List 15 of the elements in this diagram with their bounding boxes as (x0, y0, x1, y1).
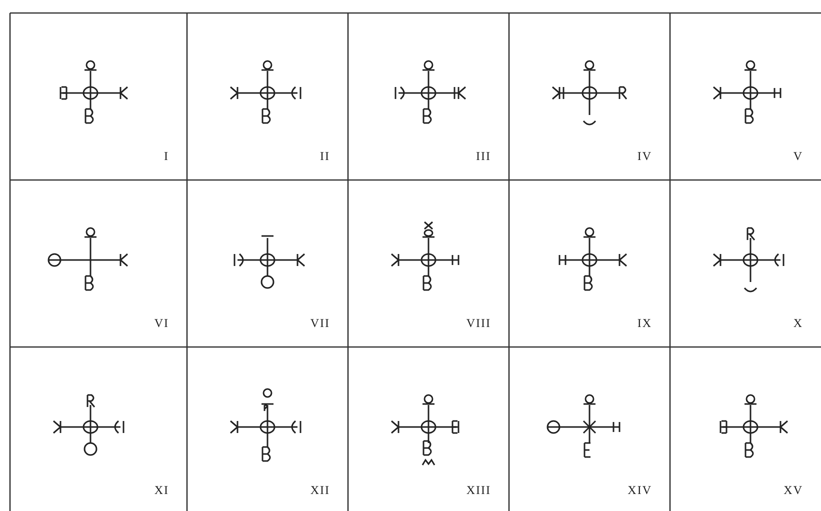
roman-numeral: XI (154, 483, 169, 498)
roman-numeral: VI (154, 316, 169, 331)
roman-numeral: XIII (466, 483, 491, 498)
roman-numeral: XII (310, 483, 330, 498)
roman-numeral: X (793, 316, 803, 331)
roman-numeral: V (793, 149, 803, 164)
roman-numeral: IX (637, 316, 652, 331)
roman-numeral: VIII (466, 316, 491, 331)
roman-numeral: II (320, 149, 330, 164)
roman-numeral: III (476, 149, 491, 164)
roman-numeral: XV (784, 483, 803, 498)
roman-numeral: VII (310, 316, 330, 331)
roman-numeral: I (164, 149, 169, 164)
roman-numeral: IV (637, 149, 652, 164)
roman-numeral: XIV (628, 483, 652, 498)
